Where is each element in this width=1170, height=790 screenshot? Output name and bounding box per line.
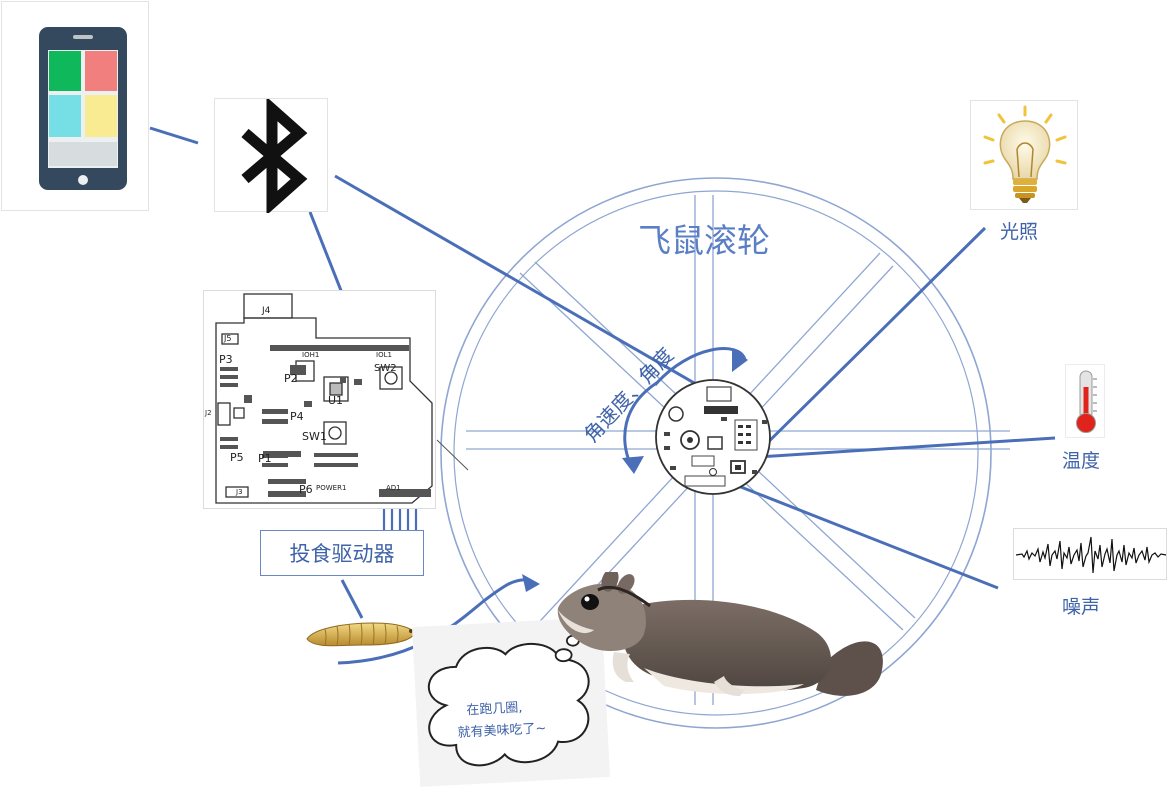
board-label-p3: P3: [219, 353, 233, 366]
noise-label: 噪声: [1062, 596, 1101, 618]
board-label-p5: P5: [230, 451, 244, 464]
feeder-driver-box: 投食驱动器: [260, 530, 424, 576]
controller-board: J4 J5 P3 P2 P4 P5 P1 P6 U1 SW1 SW2 IOH1 …: [203, 290, 436, 509]
wheel-title: 飞鼠滚轮: [638, 221, 770, 260]
speech-line-1: 在跑几圈,: [466, 700, 523, 719]
board-label-p2: P2: [284, 372, 298, 385]
board-label-j5: J5: [224, 334, 232, 343]
sugar-glider-image: [557, 572, 883, 696]
board-label-j3: J3: [236, 488, 243, 496]
board-label-ioh1: IOH1: [302, 351, 320, 359]
mealworm-image: [306, 622, 416, 647]
board-label-j2: J2: [205, 409, 212, 417]
board-label-p4: P4: [290, 410, 304, 423]
board-label-sw1: SW1: [302, 430, 327, 443]
light-bulb-icon: [983, 105, 1067, 203]
board-label-iol1: IOL1: [376, 351, 392, 359]
arrowheads: [522, 348, 748, 592]
bluetooth-tile: [214, 96, 328, 216]
bluetooth-icon: [241, 96, 308, 216]
board-label-j4: J4: [262, 306, 271, 316]
temperature-label: 温度: [1062, 450, 1101, 472]
board-leader-line: [436, 439, 469, 471]
smartphone-icon: [39, 27, 127, 190]
board-label-power1: POWER1: [316, 484, 347, 492]
light-label: 光照: [1000, 221, 1039, 243]
noise-waveform-icon: [1015, 536, 1167, 574]
board-label-sw2: SW2: [374, 363, 397, 374]
temperature-tile: [1065, 364, 1105, 438]
smartphone-tile: [1, 1, 149, 211]
thermometer-icon: [1076, 370, 1097, 433]
controller-board-drawing: [215, 293, 433, 504]
light-tile: [970, 100, 1078, 210]
sensor-pcb: [655, 379, 771, 495]
board-label-ad1: AD1: [386, 484, 401, 492]
board-label-p1: P1: [258, 452, 272, 465]
board-label-p6: P6: [299, 483, 313, 496]
noise-tile: [1013, 528, 1167, 580]
board-label-u1: U1: [328, 394, 344, 407]
